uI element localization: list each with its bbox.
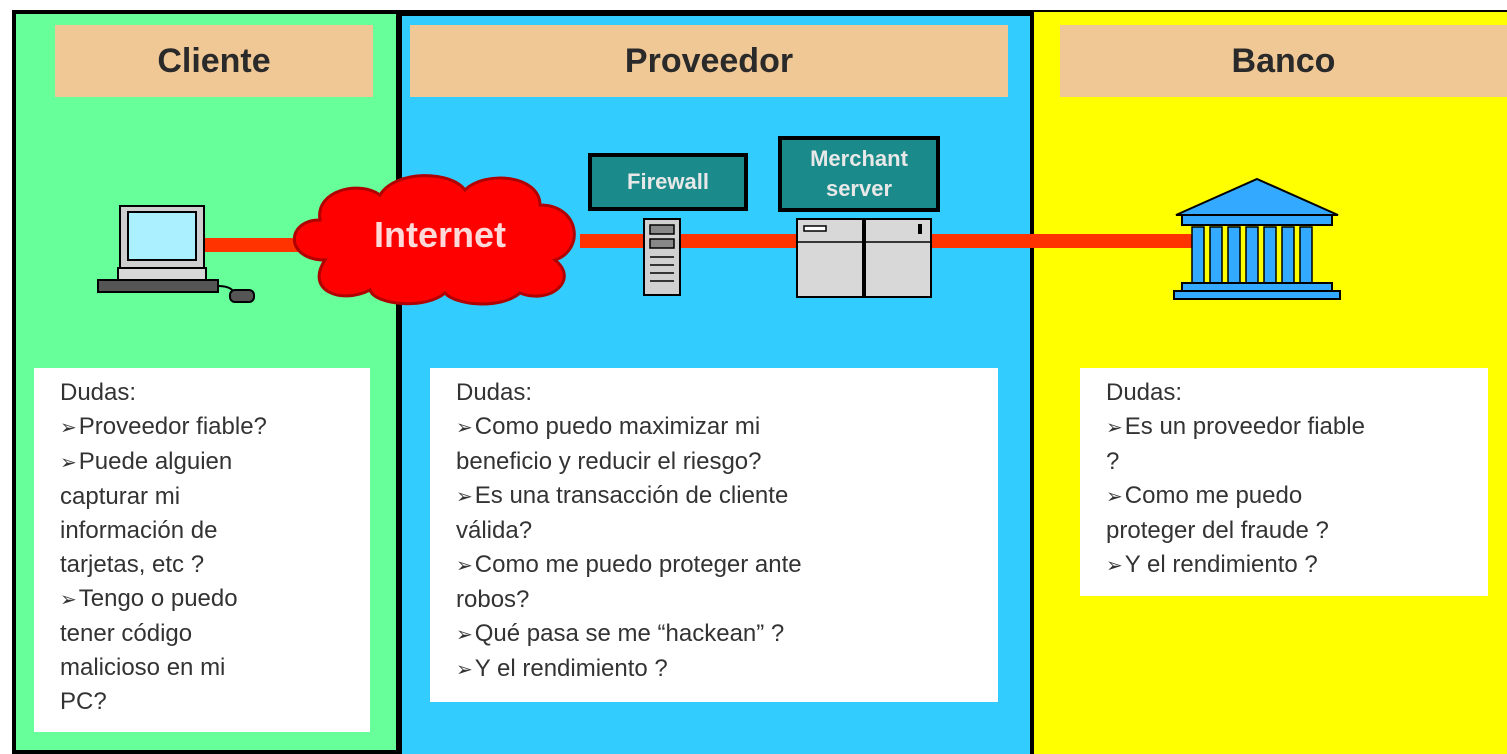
proveedor-header: Proveedor [410, 25, 1008, 97]
firewall-server-icon [643, 218, 681, 296]
banco-doubt-1: Es un proveedor fiable ? [1106, 410, 1476, 479]
cliente-doubt-3: Tengo o puedo tener código malicioso en … [60, 582, 358, 719]
merchant-label-line2: server [825, 176, 893, 201]
link-client-internet [200, 238, 310, 252]
merchant-server-icon [796, 218, 932, 298]
link-internet-server [580, 234, 800, 248]
banco-doubts-label: Dudas: [1106, 379, 1183, 406]
banco-doubts-box: Dudas: Es un proveedor fiable ? Como me … [1080, 368, 1488, 596]
proveedor-doubt-4: Qué pasa se me “hackean” ? [456, 617, 986, 652]
cliente-doubt-1: Proveedor fiable? [60, 410, 358, 445]
proveedor-doubts-box: Dudas: Como puedo maximizar mi beneficio… [430, 368, 998, 702]
cliente-doubts-label: Dudas: [60, 379, 137, 406]
proveedor-doubt-5: Y el rendimiento ? [456, 652, 986, 687]
cliente-doubts-box: Dudas: Proveedor fiable? Puede alguien c… [34, 368, 370, 732]
cliente-doubt-2: Puede alguien capturar mi información de… [60, 445, 358, 582]
proveedor-doubts-label: Dudas: [456, 379, 533, 406]
banco-header: Banco [1060, 25, 1507, 97]
banco-doubt-2: Como me puedo proteger del fraude ? [1106, 479, 1476, 548]
computer-icon [97, 205, 255, 303]
merchant-label: Merchant server [778, 136, 940, 212]
firewall-label: Firewall [588, 153, 748, 211]
link-server-bank [930, 234, 1192, 248]
cliente-header: Cliente [55, 25, 373, 97]
proveedor-doubt-3: Como me puedo proteger ante robos? [456, 548, 986, 617]
merchant-label-line1: Merchant [810, 146, 908, 171]
internet-cloud-icon [292, 174, 576, 306]
banco-doubt-3: Y el rendimiento ? [1106, 548, 1476, 583]
proveedor-doubt-1: Como puedo maximizar mi beneficio y redu… [456, 410, 986, 479]
internet-label: Internet [373, 214, 506, 255]
bank-icon [1173, 177, 1341, 300]
proveedor-doubt-2: Es una transacción de cliente válida? [456, 479, 986, 548]
